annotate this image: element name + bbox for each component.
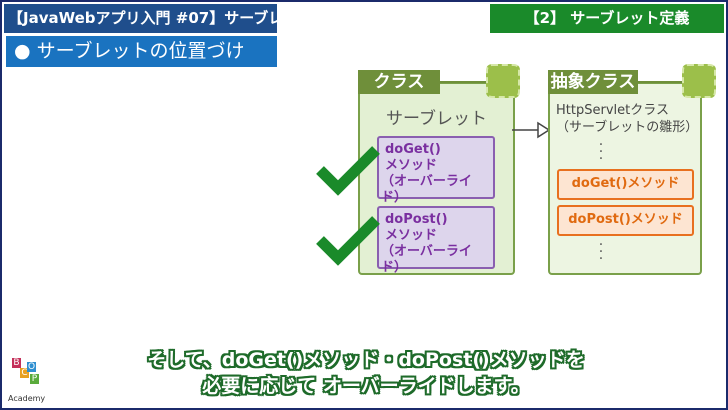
section-label: 【2】 サーブレット定義 [490, 4, 724, 33]
check-icon [316, 146, 380, 196]
scroll-icon [486, 64, 520, 98]
video-title: 【JavaWebアプリ入門 #07】サーブレット [4, 4, 313, 33]
dopost-method-box: doPost()メソッド [557, 205, 694, 236]
class-note: （サーブレットの雛形） [556, 120, 699, 135]
subtitle-line-1: そして、doGet()メソッド・doPost()メソッドを [147, 349, 585, 371]
doget-method-box: doGet()メソッド [557, 169, 694, 200]
divider [638, 81, 684, 83]
check-icons [316, 146, 380, 266]
logo-letter: P [30, 374, 39, 384]
method-label: メソッド [385, 228, 438, 243]
class-name: HttpServletクラス [556, 103, 669, 118]
bcop-academy-logo: B C O P Academy [8, 358, 46, 406]
logo-text: Academy [8, 394, 46, 403]
class-name: サーブレット [386, 109, 487, 129]
class-tab: クラス [358, 70, 440, 94]
logo-letter: C [20, 368, 29, 378]
method-name: doGet() [385, 142, 441, 157]
subtitle-line-2: 必要に応じて オーバーライドします。 [202, 375, 530, 397]
method-note: （オーバーライド） [381, 244, 472, 275]
slide-heading: ● サーブレットの位置づけ [6, 36, 277, 67]
ellipsis-icon: ··· [598, 137, 604, 167]
doget-override-box: doGet() メソッド （オーバーライド） [377, 136, 495, 205]
inheritance-arrow-icon [512, 121, 551, 139]
ellipsis-icon: ··· [598, 237, 604, 267]
logo-letter: B [12, 358, 21, 368]
divider [440, 81, 488, 83]
check-icon [316, 216, 380, 266]
method-name: doPost() [385, 212, 448, 227]
abstract-class-tab: 抽象クラス [548, 70, 638, 94]
abstract-class-description: HttpServletクラス （サーブレットの雛形） [556, 102, 698, 136]
method-note: （オーバーライド） [381, 174, 472, 205]
dopost-override-box: doPost() メソッド （オーバーライド） [377, 206, 495, 275]
method-label: メソッド [385, 158, 438, 173]
scroll-icon [682, 64, 716, 98]
logo-letter: O [27, 362, 36, 372]
